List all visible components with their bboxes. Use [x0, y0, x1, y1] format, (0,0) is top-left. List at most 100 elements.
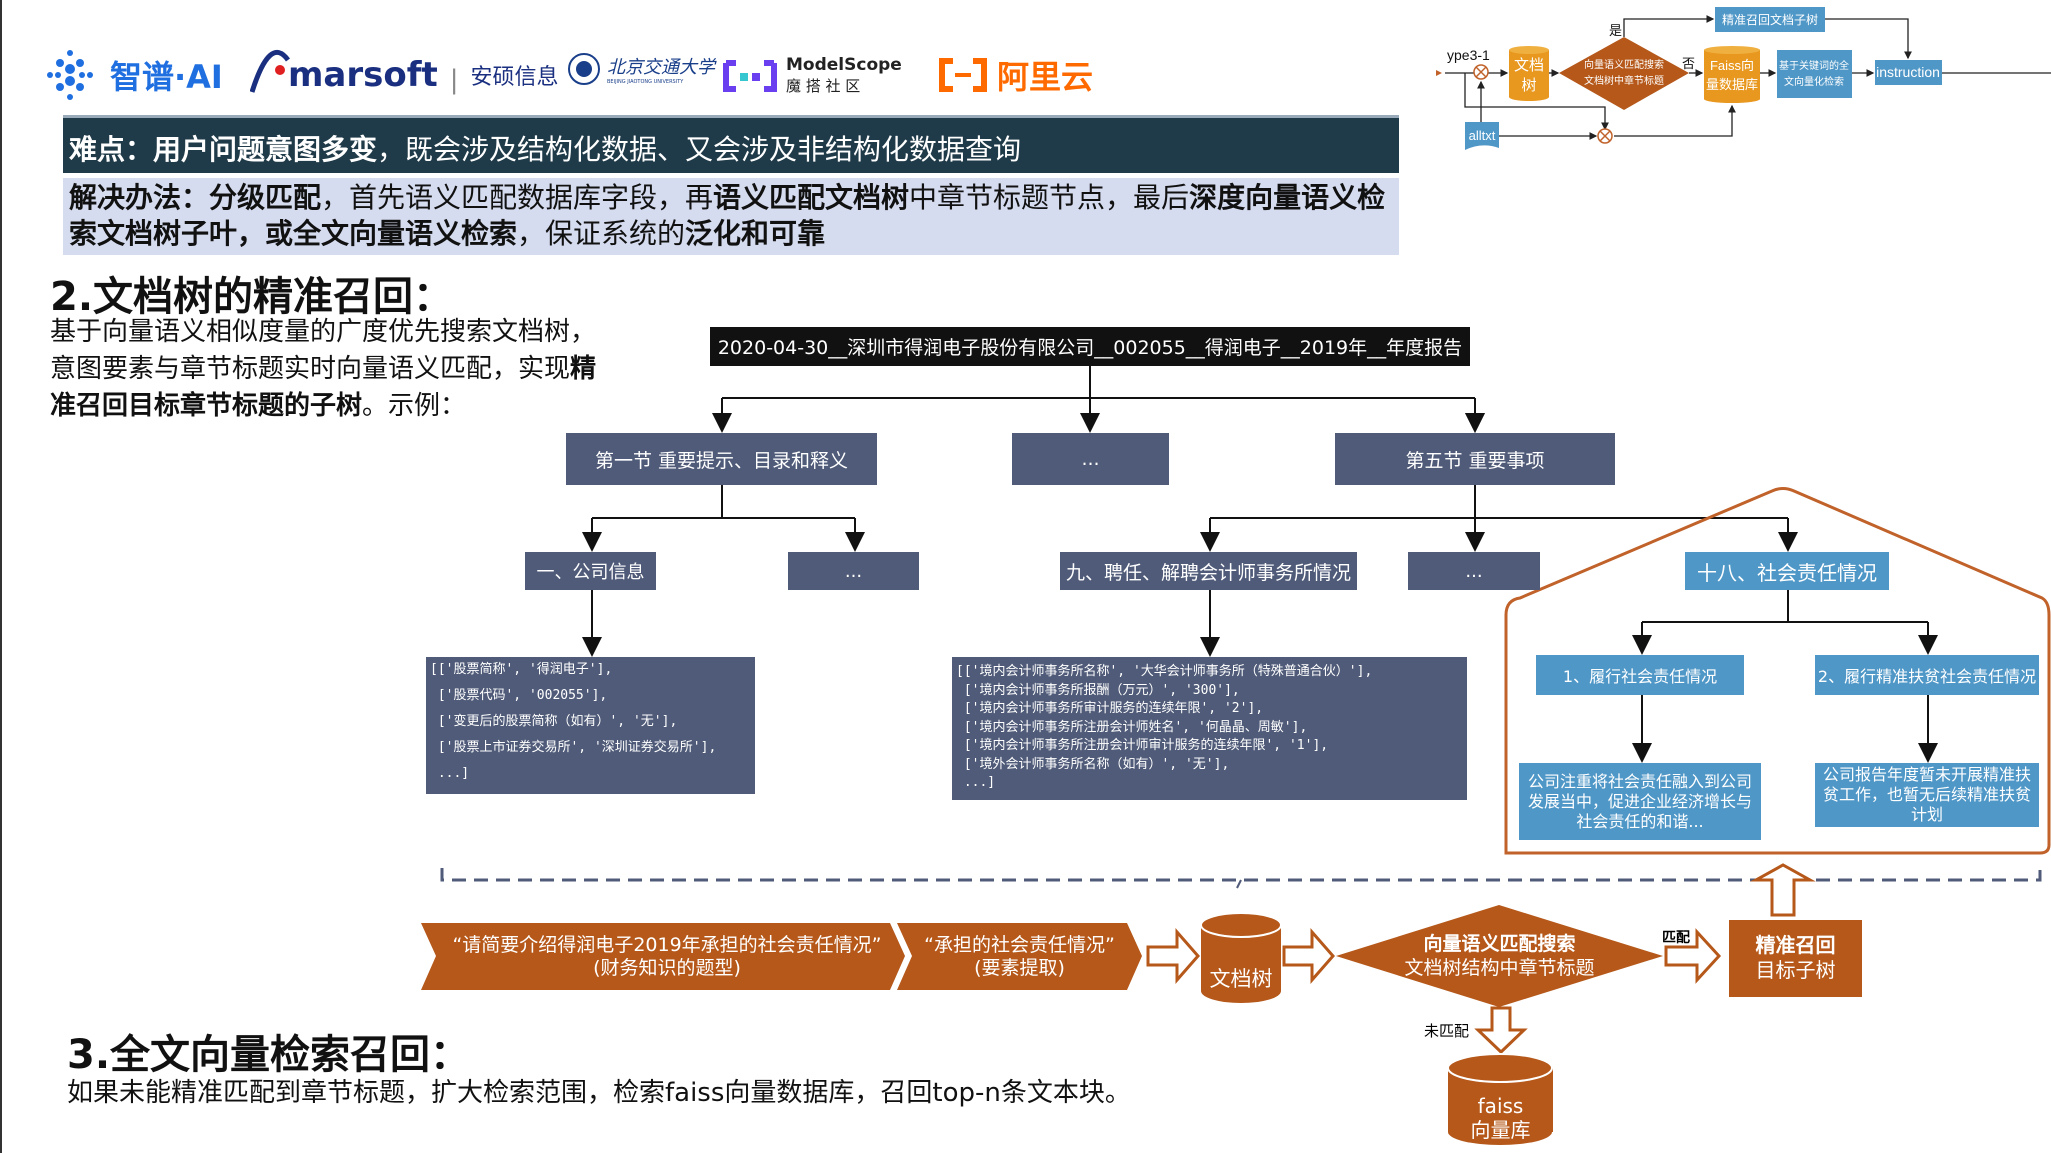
faiss-line: 向量库 [1470, 1118, 1531, 1142]
tree-l1-node[interactable]: 第五节 重要事项 [1335, 433, 1615, 485]
tree-root-node[interactable]: 2020-04-30__深圳市得润电子股份有限公司__002055__得润电子_… [710, 327, 1470, 366]
zhipu-dots-icon [47, 50, 93, 100]
solution-text: 泛化和可靠 [685, 217, 826, 250]
bjtu-seal-icon [568, 53, 600, 85]
match-diamond [1336, 905, 1663, 1007]
doc-tree-label: 文档树 [1209, 967, 1273, 991]
tree-leaf: 公司注重将社会责任融入到公司发展当中，促进企业经济增长与社会责任的和谐... [1519, 763, 1761, 840]
mini-instruction-text: instruction [1876, 64, 1940, 80]
mini-no-label: 否 [1682, 56, 1695, 71]
mini-doc-text: 树 [1521, 77, 1536, 94]
solution-text: ，保证系统的 [517, 217, 686, 250]
modelscope-logo: ModelScope 魔 搭 社 区 [722, 55, 902, 96]
mini-diamond [1559, 37, 1689, 110]
solution-text: 中章节标题节点，最后 [909, 181, 1190, 214]
element-chevron [897, 923, 1142, 990]
zhipu-text: 智谱·AI [110, 58, 223, 96]
bjtu-text: 北京交通大学 [607, 57, 715, 78]
logo-divider: | [449, 65, 459, 95]
question-chevron [421, 923, 905, 990]
section3-title: 3.全文向量检索召回： [67, 1032, 471, 1078]
code-block-accounting: [['境内会计师事务所名称', '大华会计师事务所（特殊普通合伙）'], ['境… [952, 657, 1467, 800]
zhipu-logo: 智谱·AI [40, 45, 223, 105]
mini-doc-text: 文档 [1514, 57, 1544, 74]
mini-alltxt-text: alltxt [1469, 128, 1496, 143]
tree-l3-node[interactable]: 1、履行社会责任情况 [1536, 655, 1744, 695]
tree-l2-node[interactable]: 一、公司信息 [525, 552, 656, 590]
mini-faiss-text: Faiss向 [1710, 58, 1754, 73]
mini-kw-text: 文向量化检索 [1784, 75, 1844, 88]
question-line: “请简要介绍得润电子2019年承担的社会责任情况” [452, 934, 882, 956]
banner-label: 难点： [69, 133, 154, 166]
tree-l2-node[interactable]: 九、聘任、解聘会计师事务所情况 [1060, 552, 1357, 590]
mini-subtree-text: 精准召回文档子树 [1722, 12, 1818, 27]
arrow-right-icon [1146, 928, 1200, 984]
marsoft-text: marsoft [288, 55, 438, 95]
result-line: 目标子树 [1755, 958, 1836, 982]
arrow-right-icon [1664, 928, 1722, 984]
mini-faiss-cylinder [1704, 46, 1760, 103]
arrow-right-icon [1282, 928, 1335, 984]
diamond-line: 向量语义匹配搜索 [1423, 933, 1576, 955]
tree-l2-node[interactable]: ... [788, 552, 919, 590]
tree-leaf: 公司报告年度暂未开展精准扶贫工作，也暂无后续精准扶贫计划 [1815, 763, 2039, 827]
tree-l3-node[interactable]: 2、履行精准扶贫社会责任情况 [1815, 655, 2039, 695]
desc-line: 基于向量语义相似度量的广度优先搜索文档树， [50, 317, 597, 347]
marsoft-cn: 安硕信息 [470, 65, 559, 90]
arrow-down-icon [1474, 1006, 1528, 1055]
result-box [1729, 920, 1862, 997]
solution-text: ，首先语义匹配数据库字段，再 [321, 181, 714, 214]
section3-text: 如果未能精准匹配到章节标题，扩大检索范围，检索faiss向量数据库，召回top-… [67, 1078, 1131, 1108]
faiss-cylinder [1447, 1053, 1553, 1145]
mini-kw-text: 基于关键词的全 [1779, 59, 1849, 72]
code-block-company-info: [['股票简称', '得润电子'], ['股票代码', '002055'], [… [426, 657, 755, 794]
mini-input-label: ype3-1 [1447, 47, 1490, 63]
mini-diamond-text: 向量语义匹配搜索 [1584, 58, 1664, 71]
mini-doc-tree-cylinder [1509, 46, 1549, 101]
question-type: (财务知识的题型) [593, 957, 741, 979]
marsoft-logo: marsoft | 安硕信息 [250, 35, 559, 95]
modelscope-icon [723, 59, 777, 92]
element-line: “承担的社会责任情况” [924, 934, 1115, 956]
element-text: “承担的社会责任情况”(要素提取) [907, 925, 1132, 989]
bjtu-en: BEIJING JIAOTONG UNIVERSITY [607, 79, 684, 85]
mini-faiss-text: 量数据库 [1706, 77, 1758, 92]
dashed-bracket [440, 868, 2042, 882]
modelscope-cn: 魔 搭 社 区 [786, 77, 861, 95]
desc-line: 。示例： [362, 391, 467, 421]
marsoft-arc-icon [250, 49, 290, 93]
mini-yes-label: 是 [1609, 23, 1622, 38]
solution-text: 深度向量语义检索文档树子叶，或全文向量语义检索 [69, 181, 1386, 250]
aliyun-logo: 阿里云 [937, 52, 1093, 98]
aliyun-text: 阿里云 [997, 58, 1094, 96]
up-arrow-icon [1750, 863, 1816, 917]
faiss-line: faiss [1477, 1094, 1524, 1118]
solution-box: 解决办法：分级匹配，首先语义匹配数据库字段，再语义匹配文档树中章节标题节点，最后… [63, 178, 1399, 255]
difficulty-banner: 难点：用户问题意图多变，既会涉及结构化数据、又会涉及非结构化数据查询 [63, 115, 1399, 173]
question-text: “请简要介绍得润电子2019年承担的社会责任情况”(财务知识的题型) [442, 925, 892, 989]
mini-instruction-box [1875, 60, 1942, 85]
mini-diamond-text: 文档树中章节标题 [1584, 74, 1664, 87]
mini-subtree-box [1715, 7, 1825, 32]
diamond-line: 文档树结构中章节标题 [1404, 957, 1595, 979]
modelscope-text: ModelScope [786, 55, 902, 75]
banner-rest: ，既会涉及结构化数据、又会涉及非结构化数据查询 [377, 133, 1022, 166]
result-label: 精准召回目标子树 [1729, 930, 1862, 986]
result-line: 精准召回 [1755, 933, 1836, 957]
tree-l1-node[interactable]: 第一节 重要提示、目录和释义 [566, 433, 877, 485]
section2-title: 2.文档树的精准召回： [50, 274, 454, 320]
tree-l1-node[interactable]: ... [1012, 433, 1169, 485]
mini-alltxt-doc [1465, 122, 1499, 150]
diamond-label: 向量语义匹配搜索文档树结构中章节标题 [1382, 930, 1617, 982]
desc-line: 意图要素与章节标题实时向量语义匹配，实现 [50, 354, 571, 384]
tree-l2-node[interactable]: ... [1408, 552, 1540, 590]
desc-line: 准召回目标章节标题的子树 [50, 391, 363, 421]
banner-bold: 用户问题意图多变 [153, 133, 378, 166]
aliyun-icon [939, 58, 987, 92]
tree-l2-node-target[interactable]: 十八、社会责任情况 [1685, 552, 1889, 590]
solution-text: 语义匹配文档树 [713, 181, 910, 214]
mini-flow-diagram: ype3-1 文档 树 向量语义匹配搜索 文档树中章节标题 是 否 精准召回文档… [1436, 7, 2051, 150]
